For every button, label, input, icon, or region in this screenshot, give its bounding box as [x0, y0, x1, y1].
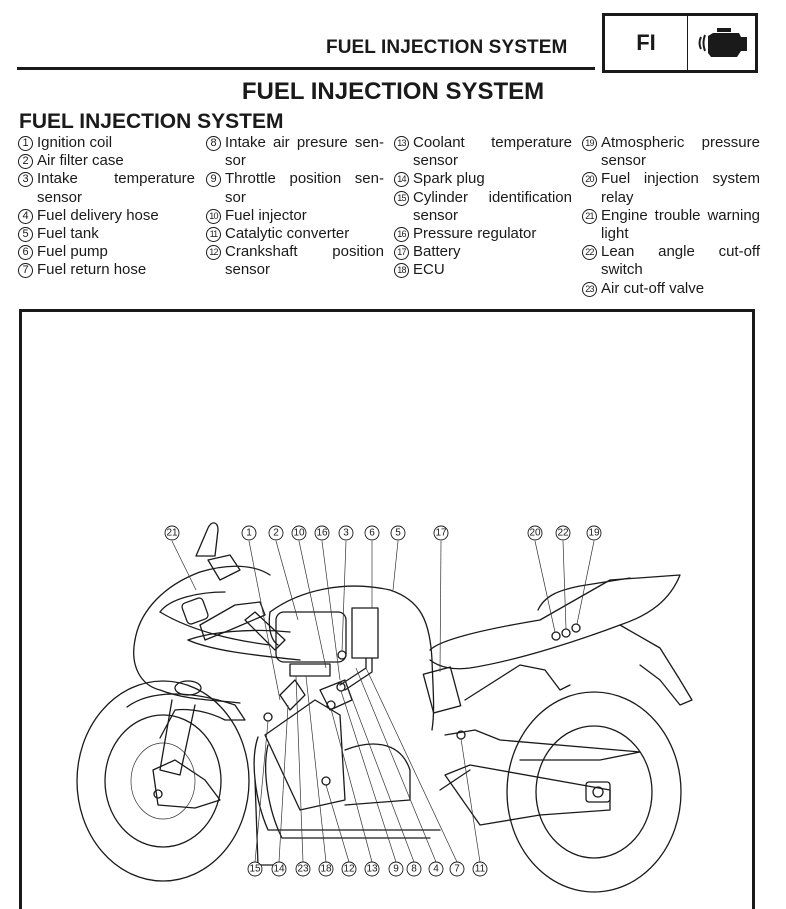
section-heading: FUEL INJECTION SYSTEM [19, 110, 284, 133]
legend-label: Fuel pump [37, 243, 108, 261]
callout-number: 16 [394, 227, 409, 243]
legend-label: Intake air presure sen-sor [225, 134, 384, 170]
callout-number: 4 [18, 208, 33, 224]
callout-number: 13 [394, 136, 409, 151]
callout-number: 12 [206, 245, 221, 261]
legend-label: Cylinder identification sensor [413, 188, 572, 224]
legend-item: 8 Intake air presure sen-sor [206, 134, 384, 170]
callout-number: 23 [582, 281, 597, 297]
legend-label: Battery [413, 243, 461, 261]
callout-number: 8 [206, 136, 221, 151]
legend-label: Atmospheric pressure sensor [601, 134, 760, 170]
callout-number: 3 [18, 172, 33, 188]
legend-label: Pressure regulator [413, 225, 537, 243]
callout-number: 11 [206, 227, 221, 243]
legend-label: Intake temperature sensor [37, 170, 195, 206]
legend-label: Ignition coil [37, 134, 113, 151]
legend-label: Air cut-off valve [601, 279, 705, 297]
legend-label: Coolant temperature sensor [413, 134, 572, 170]
callout-number: 14 [394, 172, 409, 188]
header-section-title: FUEL INJECTION SYSTEM [326, 37, 568, 58]
chapter-tab: FI [602, 13, 758, 73]
legend-label: Air filter case [37, 152, 124, 170]
callout-number: 5 [18, 227, 33, 243]
engine-icon [698, 28, 747, 57]
legend-label: Fuel tank [37, 225, 99, 243]
legend-item: 1 Ignition coil [18, 134, 195, 152]
legend-label: Throttle position sen-sor [225, 170, 384, 206]
header-rule [17, 67, 595, 70]
callout-number: 22 [582, 245, 597, 261]
legend-label: Engine trouble warning light [601, 206, 760, 243]
callout-number: 2 [18, 154, 33, 170]
callout-number: 19 [582, 136, 597, 151]
callout-number: 17 [394, 245, 409, 261]
legend-label: Crankshaft position sensor [225, 243, 384, 279]
callout-number: 6 [18, 245, 33, 261]
legend-label: Fuel return hose [37, 261, 147, 279]
chapter-tab-divider [687, 16, 688, 70]
callout-number: 18 [394, 263, 409, 279]
callout-number: 20 [582, 172, 597, 188]
chapter-tab-label: FI [636, 30, 656, 55]
legend-label: Lean angle cut-off switch [601, 243, 760, 279]
legend-label: Fuel injection system relay [601, 170, 760, 206]
page-title: FUEL INJECTION SYSTEM [241, 78, 545, 105]
callout-number: 10 [206, 208, 221, 224]
callout-number: 1 [18, 136, 33, 151]
legend-label: Fuel delivery hose [37, 206, 159, 224]
callout-number: 21 [582, 208, 597, 224]
legend-label: Fuel injector [225, 206, 307, 224]
legend-label: ECU [413, 261, 445, 279]
legend-item: 13 Coolant temperature sensor [394, 134, 572, 170]
legend-label: Spark plug [413, 170, 485, 188]
legend-item: 19 Atmospheric pressure sensor [582, 134, 760, 170]
callout-number: 7 [18, 263, 33, 279]
callout-number: 15 [394, 190, 409, 206]
legend-label: Catalytic converter [225, 225, 350, 243]
callout-number: 9 [206, 172, 221, 188]
diagram-frame [19, 309, 755, 909]
